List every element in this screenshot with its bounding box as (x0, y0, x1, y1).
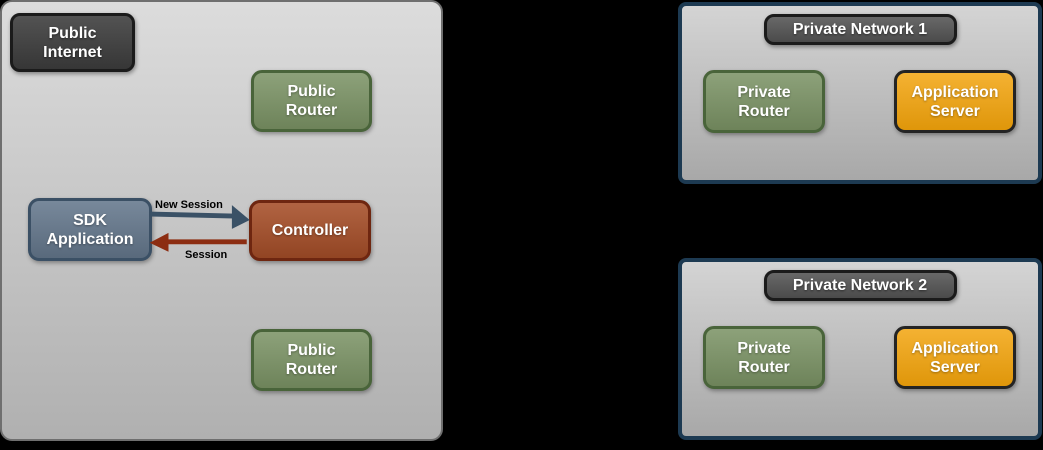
public-internet-zone: Public Internet Public Router SDK Applic… (0, 0, 443, 441)
private-network-1-panel: Private Network 1 Private Router Applica… (678, 2, 1042, 184)
sdk-application-node: SDK Application (28, 198, 152, 261)
private-network-2-application-server-node: Application Server (894, 326, 1016, 389)
public-router-top-node: Public Router (251, 70, 372, 132)
private-network-2-panel: Private Network 2 Private Router Applica… (678, 258, 1042, 440)
controller-node: Controller (249, 200, 371, 261)
new-session-arrow-label: New Session (155, 199, 223, 211)
private-network-2-title-badge: Private Network 2 (763, 270, 957, 301)
public-router-bottom-node: Public Router (251, 329, 372, 391)
private-network-1-router-node: Private Router (703, 70, 825, 133)
public-internet-badge: Public Internet (10, 13, 135, 72)
private-network-2-router-node: Private Router (703, 326, 825, 389)
private-network-1-application-server-node: Application Server (894, 70, 1016, 133)
session-arrow-label: Session (185, 249, 228, 261)
private-network-1-title-badge: Private Network 1 (763, 14, 957, 45)
